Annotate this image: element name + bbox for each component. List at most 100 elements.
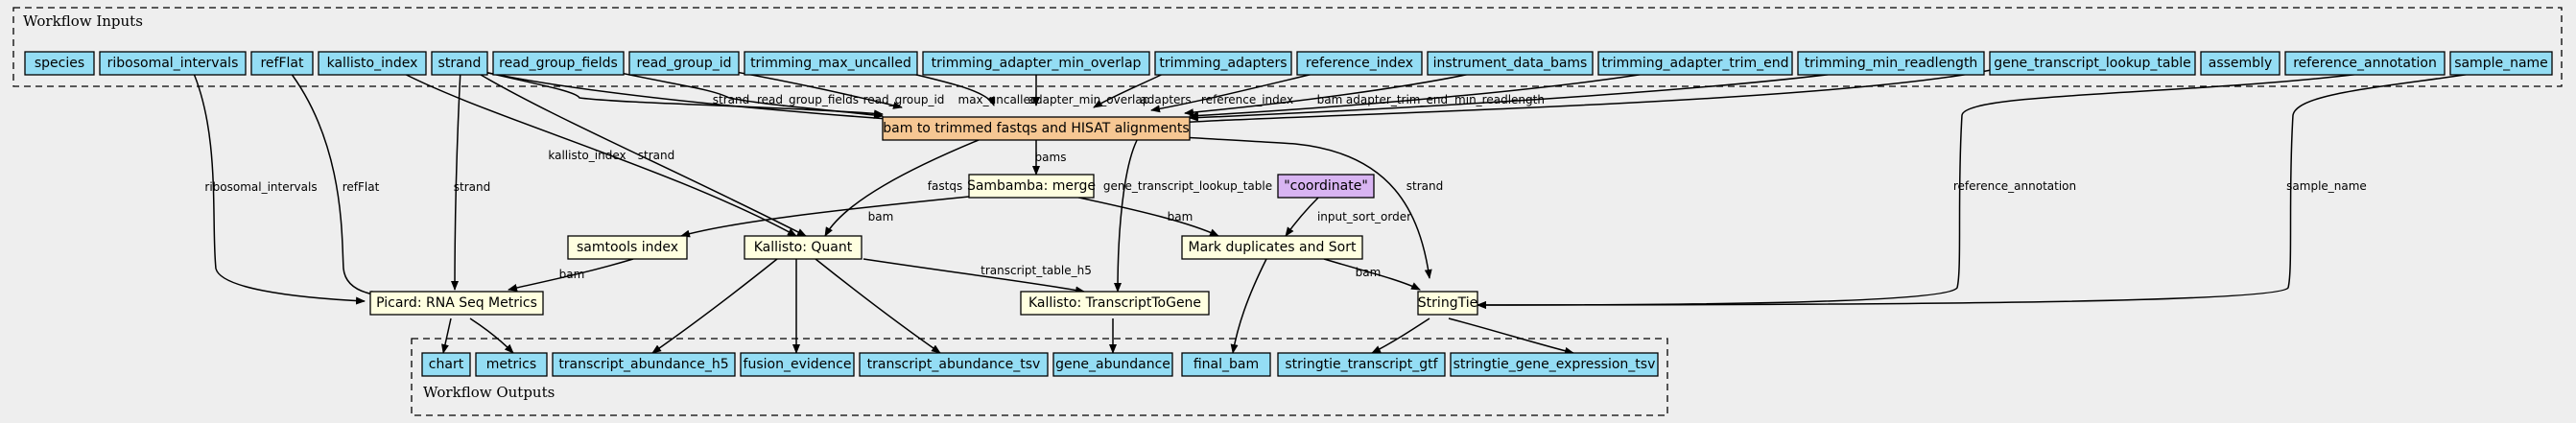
edge-label-refflat: refFlat — [343, 180, 380, 194]
edge-mark-dups-to-stringtie — [1323, 258, 1421, 291]
step-bam-to-trimmed-fastqs-hisat[interactable]: bam to trimmed fastqs and HISAT alignmen… — [882, 116, 1191, 141]
svg-text:trimming_adapter_min_overlap: trimming_adapter_min_overlap — [932, 56, 1142, 71]
svg-text:trimming_max_uncalled: trimming_max_uncalled — [750, 56, 911, 71]
input-species[interactable]: species — [24, 51, 95, 76]
edge-read-group-fields-to-bam-trimmed — [602, 68, 884, 119]
svg-text:fusion_evidence: fusion_evidence — [744, 357, 852, 372]
input-sample-name[interactable]: sample_name — [2449, 51, 2553, 76]
workflow-inputs-label: Workflow Inputs — [23, 12, 143, 30]
input-nodes: species ribosomal_intervals refFlat kall… — [24, 51, 2553, 76]
step-samtools-index[interactable]: samtools index — [567, 235, 688, 260]
edge-stringtie-to-gtf — [1371, 317, 1430, 354]
input-trimming-adapters[interactable]: trimming_adapters — [1154, 51, 1292, 76]
edge-ribosomal-intervals-to-picard — [191, 68, 366, 305]
edge-strand-to-picard — [451, 68, 461, 291]
output-transcript-abundance-tsv[interactable]: transcript_abundance_tsv — [859, 352, 1049, 377]
svg-text:read_group_id: read_group_id — [637, 56, 732, 71]
svg-text:trimming_adapter_trim_end: trimming_adapter_trim_end — [1602, 56, 1789, 71]
input-assembly[interactable]: assembly — [2200, 51, 2281, 76]
edge-label-kallisto-index: kallisto_index — [548, 149, 626, 162]
edge-label-strand-picard: strand — [454, 180, 490, 194]
input-trimming-min-readlength[interactable]: trimming_min_readlength — [1797, 51, 1985, 76]
edge-refflat-to-picard — [287, 68, 381, 298]
edge-fastqs-to-kallisto-quant — [824, 139, 980, 237]
edge-label-transcript-table-h5: transcript_table_h5 — [981, 264, 1092, 277]
output-final-bam[interactable]: final_bam — [1181, 352, 1271, 377]
edge-label-bam-markdups: bam — [1168, 210, 1193, 223]
svg-text:sample_name: sample_name — [2454, 56, 2548, 71]
svg-text:Kallisto: Quant: Kallisto: Quant — [754, 240, 853, 255]
svg-text:species: species — [35, 56, 84, 71]
output-fusion-evidence[interactable]: fusion_evidence — [740, 352, 855, 377]
input-read-group-fields[interactable]: read_group_fields — [492, 51, 625, 76]
input-kallisto-index[interactable]: kallisto_index — [318, 51, 427, 76]
output-gene-abundance[interactable]: gene_abundance — [1052, 352, 1173, 377]
input-refflat[interactable]: refFlat — [250, 51, 314, 76]
svg-text:gene_transcript_lookup_table: gene_transcript_lookup_table — [1994, 56, 2191, 71]
svg-text:kallisto_index: kallisto_index — [327, 56, 418, 71]
edge-label-sample-name: sample_name — [2286, 179, 2367, 193]
output-stringtie-transcript-gtf[interactable]: stringtie_transcript_gtf — [1277, 352, 1446, 377]
svg-text:gene_abundance: gene_abundance — [1055, 357, 1170, 372]
step-stringtie[interactable]: StringTie — [1417, 291, 1478, 316]
input-strand[interactable]: strand — [431, 51, 488, 76]
edge-label-read-group-fields: read_group_fields — [757, 93, 859, 106]
edge-label-bam-picard: bam — [559, 268, 585, 281]
step-sambamba-merge[interactable]: Sambamba: merge — [967, 174, 1096, 199]
edge-label-adapters: adapters — [1140, 93, 1191, 106]
edge-label-reference-annotation: reference_annotation — [1953, 179, 2076, 193]
edge-label-max-uncalled: max_uncalled — [958, 93, 1038, 106]
svg-text:trimming_adapters: trimming_adapters — [1159, 56, 1287, 71]
input-read-group-id[interactable]: read_group_id — [628, 51, 740, 76]
input-reference-index[interactable]: reference_index — [1296, 51, 1423, 76]
input-trimming-adapter-min-overlap[interactable]: trimming_adapter_min_overlap — [922, 51, 1150, 76]
edge-sambamba-to-samtools — [680, 196, 970, 238]
edge-label-fastqs: fastqs — [928, 179, 962, 193]
edge-kq-to-transcript-h5 — [651, 258, 778, 354]
edge-min-readlength-to-bam-trimmed — [1189, 68, 1872, 122]
svg-text:"coordinate": "coordinate" — [1284, 178, 1368, 194]
step-kallisto-quant[interactable]: Kallisto: Quant — [744, 235, 863, 260]
svg-text:StringTie: StringTie — [1418, 295, 1477, 311]
output-stringtie-gene-expression-tsv[interactable]: stringtie_gene_expression_tsv — [1450, 352, 1659, 377]
edge-picard-to-chart — [441, 317, 452, 354]
const-coordinate[interactable]: "coordinate" — [1277, 174, 1375, 199]
edge-label-strand-main: strand — [713, 93, 749, 106]
edge-label-adapter-trim-end: adapter_trim_end — [1346, 93, 1448, 106]
svg-text:samtools index: samtools index — [577, 240, 678, 255]
edge-samtools-to-picard — [508, 258, 634, 292]
input-instrument-data-bams[interactable]: instrument_data_bams — [1427, 51, 1594, 76]
edge-kallisto-quant-to-t2g — [863, 258, 1085, 294]
input-ribosomal-intervals[interactable]: ribosomal_intervals — [99, 51, 247, 76]
input-trimming-max-uncalled[interactable]: trimming_max_uncalled — [744, 51, 918, 76]
output-metrics[interactable]: metrics — [475, 352, 548, 377]
workflow-outputs-label: Workflow Outputs — [423, 384, 555, 401]
input-gene-transcript-lookup-table[interactable]: gene_transcript_lookup_table — [1989, 51, 2196, 76]
output-transcript-abundance-h5[interactable]: transcript_abundance_h5 — [552, 352, 736, 377]
input-trimming-adapter-trim-end[interactable]: trimming_adapter_trim_end — [1597, 51, 1793, 76]
svg-text:Mark duplicates and Sort: Mark duplicates and Sort — [1188, 240, 1357, 255]
svg-text:transcript_abundance_tsv: transcript_abundance_tsv — [867, 357, 1041, 372]
workflow-outputs-cluster: Workflow Outputs — [411, 338, 1668, 416]
step-kallisto-transcript-to-gene[interactable]: Kallisto: TranscriptToGene — [1020, 291, 1210, 316]
edge-strand-to-kallisto-quant — [470, 68, 807, 237]
edge-sambamba-to-mark-dups — [1074, 196, 1219, 237]
output-chart[interactable]: chart — [421, 352, 471, 377]
edge-label-bam-stringtie: bam — [1356, 266, 1382, 279]
edge-label-bams: bams — [1035, 151, 1067, 164]
edge-label-strand-kq: strand — [638, 149, 674, 162]
svg-text:transcript_abundance_h5: transcript_abundance_h5 — [558, 357, 728, 372]
edge-label-min-readlength: min_readlength — [1454, 93, 1545, 106]
svg-text:stringtie_gene_expression_tsv: stringtie_gene_expression_tsv — [1453, 357, 1656, 372]
edge-label-read-group-id: read_group_id — [863, 93, 945, 106]
step-mark-duplicates-sort[interactable]: Mark duplicates and Sort — [1181, 235, 1363, 260]
svg-text:stringtie_transcript_gtf: stringtie_transcript_gtf — [1285, 357, 1438, 372]
svg-text:ribosomal_intervals: ribosomal_intervals — [107, 56, 239, 71]
svg-text:metrics: metrics — [486, 357, 536, 372]
edges — [191, 68, 2503, 355]
svg-text:strand: strand — [438, 56, 482, 71]
input-reference-annotation[interactable]: reference_annotation — [2284, 51, 2446, 76]
edge-coordinate-to-mark-dups — [1285, 196, 1320, 237]
step-picard-rna-seq-metrics[interactable]: Picard: RNA Seq Metrics — [369, 291, 544, 316]
